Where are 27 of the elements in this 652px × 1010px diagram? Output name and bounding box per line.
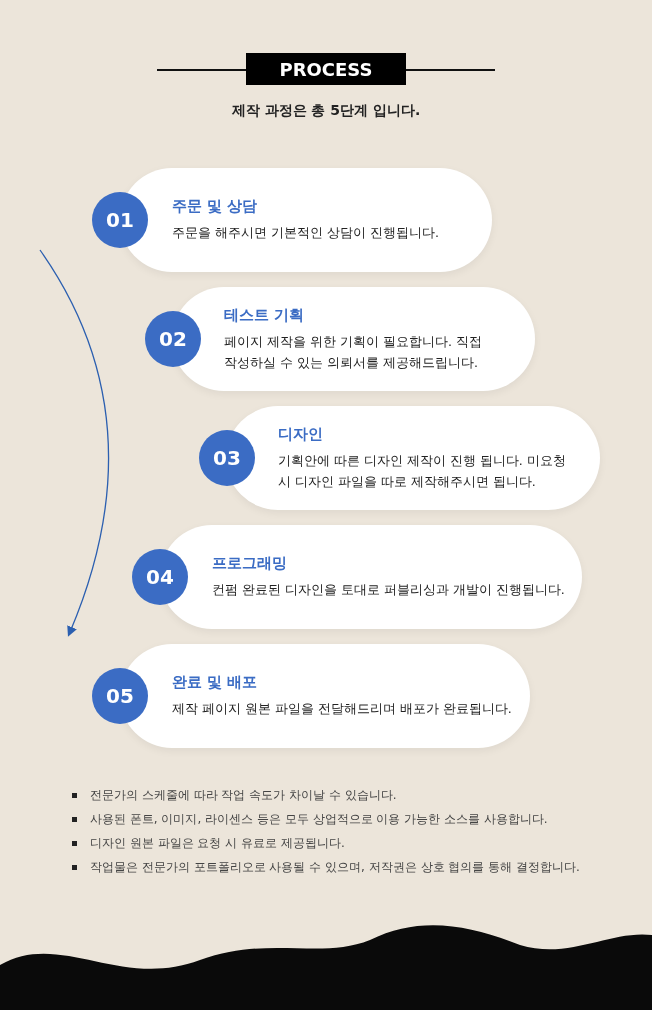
step-number-badge: 02 [145,311,201,367]
step-title: 프로그래밍 [212,554,288,573]
step-number-badge: 05 [92,668,148,724]
step-title: 디자인 [278,424,324,444]
step-description: 제작 페이지 원본 파일을 전달해드리며 배포가 완료됩니다. [172,700,512,718]
step-card [92,168,492,272]
step-number-badge: 03 [199,430,255,486]
step-title: 테스트 기획 [224,305,306,325]
step-description: 기획안에 따른 디자인 제작이 진행 됩니다. 미요청 시 디자인 파일을 따로 제작해주시면 됩니다. [278,451,567,491]
step-number-badge: 01 [92,192,148,248]
step-card [132,525,582,629]
step-number-badge: 04 [132,549,188,605]
step-description: 페이지 제작을 위한 기획이 필요합니다. 직접 작성하실 수 있는 의뢰서를 제공해드립니다. [224,332,483,372]
step-card [92,644,530,748]
step-description: 주문을 해주시면 기본적인 상담이 진행됩니다. [172,224,440,242]
wave-shape [0,925,652,1010]
note-text: 디자인 원본 파일은 요청 시 유료로 제공됩니다. [90,836,345,850]
step-card [199,406,600,510]
step-title: 완료 및 배포 [172,673,259,692]
note-text: 사용된 폰트, 이미지, 라이센스 등은 모두 상업적으로 이용 가능한 소스를 사용합니다. [90,812,548,826]
title-banner: PROCESS [246,53,406,85]
step-description: 컨펌 완료된 디자인을 토대로 퍼블리싱과 개발이 진행됩니다. [212,581,566,599]
note-text: 전문가의 스케줄에 따라 작업 속도가 차이날 수 있습니다. [90,788,397,802]
step-title: 주문 및 상담 [172,197,259,216]
subtitle: 제작 과정은 총 5단계 입니다. [230,102,422,120]
note-text: 작업물은 전문가의 포트폴리오로 사용될 수 있으며, 저작권은 상호 협의를 통해 결정합니다. [90,860,580,874]
step-card [145,287,535,391]
